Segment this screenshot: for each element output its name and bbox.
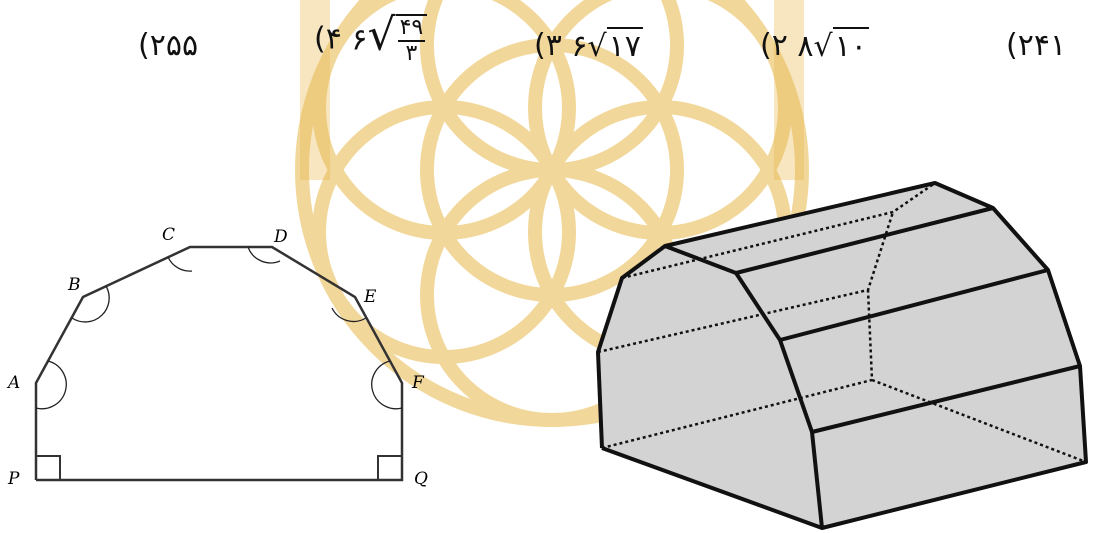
option-4-frac-den: ۳ [405,41,418,66]
label-C: C [162,225,175,245]
option-2-coef: ۸ [797,28,814,64]
label-E: E [363,287,377,307]
edge-low [811,364,1081,434]
angle-arc-F [371,360,403,410]
option-1[interactable]: ۲۴۱) [1006,26,1066,66]
option-4-label: ۴) [314,21,342,57]
label-Q: Q [414,469,428,489]
label-A: A [6,373,20,393]
angle-arc-A [35,360,67,410]
option-3-radical: ۶√۱۷ [571,26,643,64]
angle-arc-E [331,307,367,323]
option-2[interactable]: ۸√۱۰ ۲) [760,26,869,67]
option-3[interactable]: ۶√۱۷ ۳) [534,26,643,67]
angle-arc-D [247,246,281,264]
option-5-value: ۲۵ [149,28,182,63]
hidden-edge-4 [871,378,1087,464]
option-2-label: ۲) [760,28,788,63]
right-angle-P [36,455,61,480]
label-F: F [411,373,425,393]
angle-arc-B [71,285,110,323]
option-1-value: ۲۴ [1017,28,1050,63]
option-5-label: ۵) [138,28,199,63]
label-P: P [7,469,20,489]
option-4-frac-num: ۴۹ [397,15,426,42]
prism-front-face [598,246,822,528]
option-5[interactable]: ۲۵۵) [138,26,198,66]
edge-mid [779,268,1049,342]
option-1-label: ۱) [1006,28,1067,63]
polygon-outline [34,245,404,482]
angle-arc-C [167,256,193,272]
prism-upper-slope [736,208,1048,340]
label-D: D [273,227,288,247]
label-B: B [67,275,81,295]
option-3-radicand: ۱۷ [606,26,643,64]
prism-side-face [812,366,1086,528]
option-2-radicand: ۱۰ [832,26,869,64]
option-4-coef: ۶ [351,22,368,58]
hidden-edge-1 [621,181,936,280]
edge-top [735,206,994,275]
prism-lower-slope [780,270,1080,432]
right-angle-Q [377,455,402,480]
option-2-radical: ۸√۱۰ [797,26,869,64]
option-3-label: ۳) [534,28,562,63]
option-3-coef: ۶ [571,28,588,64]
